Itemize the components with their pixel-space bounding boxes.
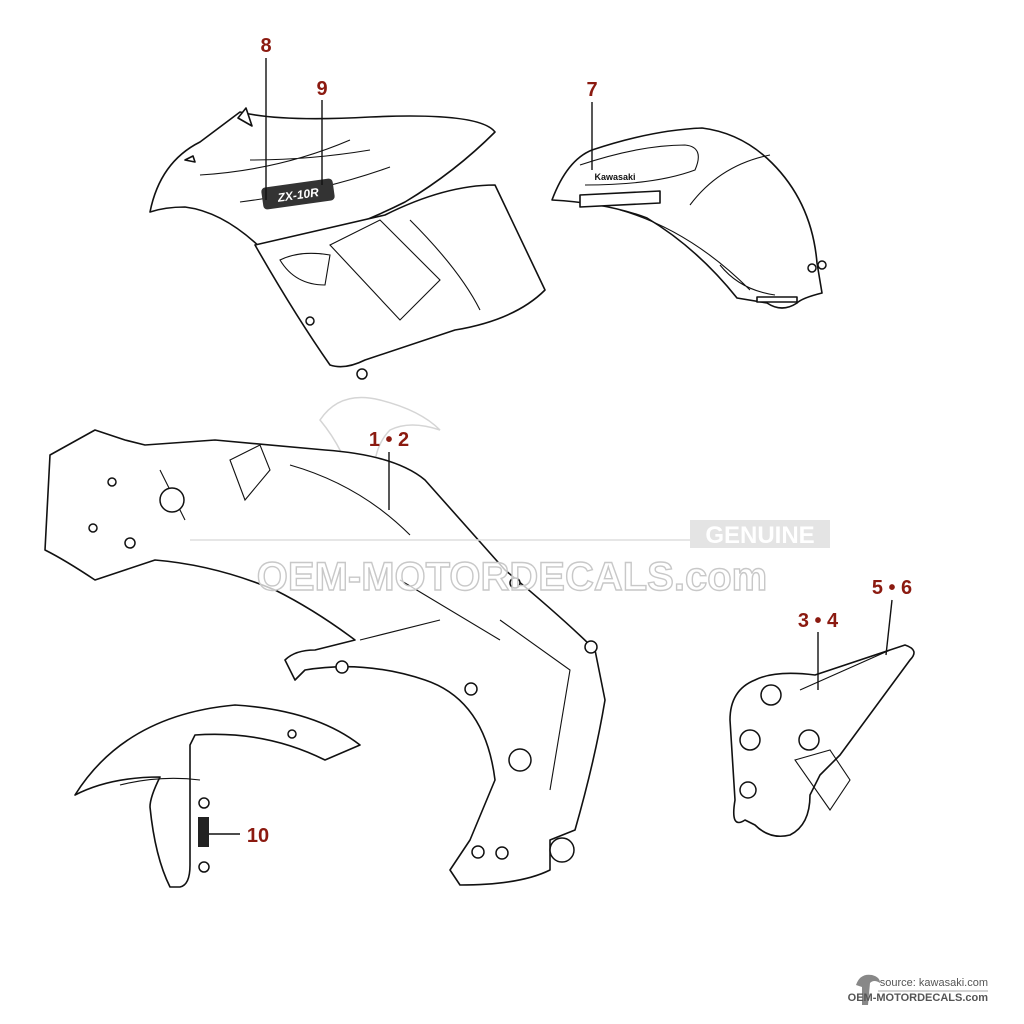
watermark: GENUINE OEM-MOTORDECALS.com (190, 520, 830, 600)
fairing-decal (261, 178, 335, 210)
frame (44, 429, 606, 886)
fuel-tank: Kawasaki (551, 127, 827, 309)
callout-5-6: 5 • 6 (872, 577, 912, 599)
fender-decal (198, 817, 209, 847)
callout-3-4: 3 • 4 (798, 610, 839, 632)
front-fender (74, 704, 361, 888)
callout-7: 7 (586, 79, 597, 101)
watermark-badge (690, 520, 830, 548)
callout-9: 9 (316, 78, 327, 100)
watermark-badge-text: GENUINE (705, 522, 814, 549)
source-bird-icon (856, 974, 880, 1005)
footpeg-bracket (729, 644, 915, 838)
fairing-decal-text: ZX-10R (276, 185, 320, 205)
tank-decal-text: Kawasaki (594, 172, 635, 182)
callout-10: 10 (247, 825, 269, 847)
source-line-1: source: kawasaki.com (880, 977, 988, 989)
callout-1-2: 1 • 2 (369, 429, 409, 451)
source-line-2: OEM-MOTORDECALS.com (848, 992, 989, 1004)
source-credit: source: kawasaki.com OEM-MOTORDECALS.com (848, 974, 989, 1005)
front-fairing: ZX-10R (149, 107, 546, 380)
callout-8: 8 (260, 35, 271, 57)
watermark-site: OEM-MOTORDECALS.com (257, 555, 767, 599)
